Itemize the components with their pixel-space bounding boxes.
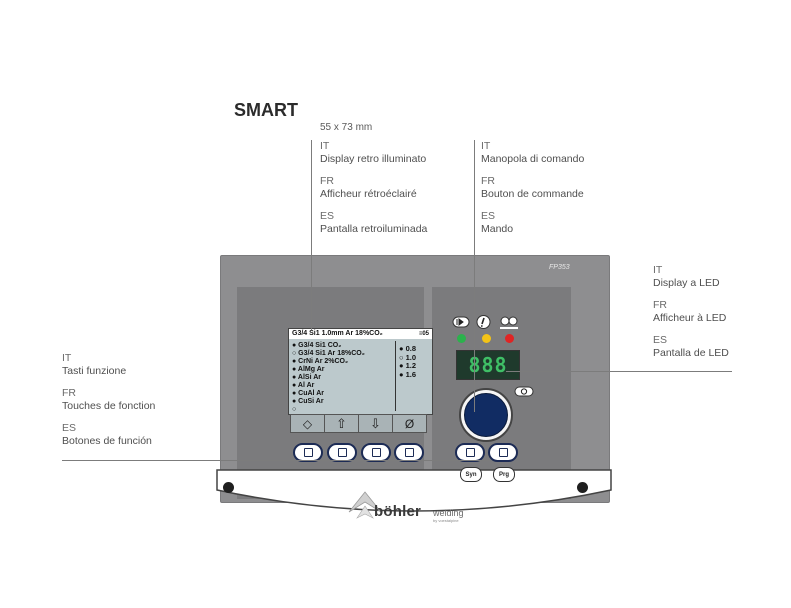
leader-line-led — [506, 371, 732, 372]
button-square-icon — [303, 448, 313, 457]
callout-knob-fr: Bouton de commande — [481, 188, 584, 200]
function-key-1[interactable] — [293, 443, 323, 462]
program-item: ○ — [292, 406, 297, 413]
callout-display: IT Display retro illuminato FR Afficheur… — [320, 140, 427, 236]
callout-knob: IT Manopola di comando FR Bouton de comm… — [481, 140, 584, 236]
program-item: ● AlSi Ar — [292, 374, 321, 381]
diameter-list: ● 0.8 ○ 1.0 ● 1.2 ● 1.6 — [399, 344, 417, 379]
screw-right-icon — [577, 482, 588, 493]
lcd-display: G3/4 Si1 1.0mm Ar 18%CO₂ ≡05 ● G3/4 Si1 … — [288, 328, 433, 415]
program-item: ● CuAl Ar — [292, 390, 324, 397]
button-square-icon — [337, 448, 347, 457]
callout-knob-fr-code: FR — [481, 175, 495, 187]
callout-display-it-code: IT — [320, 140, 330, 152]
lcd-header-text: G3/4 Si1 1.0mm Ar 18%CO₂ — [292, 330, 383, 337]
encoder-icon — [514, 386, 534, 397]
syn-button[interactable] — [455, 443, 485, 462]
callout-display-es-code: ES — [320, 210, 335, 222]
softkey-wire-icon: ◇ — [290, 414, 325, 433]
callout-keys-it-code: IT — [62, 352, 72, 364]
button-square-icon — [465, 448, 475, 457]
lcd-header: G3/4 Si1 1.0mm Ar 18%CO₂ ≡05 — [289, 329, 432, 339]
function-key-4[interactable] — [394, 443, 424, 462]
callout-led-it: Display a LED — [653, 277, 720, 289]
callout-function-keys: IT Tasti funzione FR Touches de fonction… — [62, 352, 155, 448]
callout-keys-es-code: ES — [62, 422, 77, 434]
callout-display-fr-code: FR — [320, 175, 334, 187]
callout-keys-es: Botones de función — [62, 435, 152, 447]
diameter-item: ● 1.2 — [399, 361, 417, 370]
control-knob-cap[interactable] — [464, 393, 508, 437]
softkey-wire-glyph: ◇ — [302, 416, 313, 431]
callout-keys-it: Tasti funzione — [62, 365, 127, 377]
callout-display-fr: Afficheur rétroéclairé — [320, 188, 417, 200]
status-led-red — [505, 334, 514, 343]
callout-led-fr: Afficheur à LED — [653, 312, 727, 324]
callout-keys-fr-code: FR — [62, 387, 76, 399]
brand-tagline: by voestalpine — [433, 518, 459, 523]
prg-label: Prg — [493, 467, 515, 482]
status-led-green — [457, 334, 466, 343]
callout-keys-fr: Touches de fonction — [62, 400, 156, 412]
callout-knob-it-code: IT — [481, 140, 491, 152]
button-square-icon — [498, 448, 508, 457]
model-label: FP353 — [549, 264, 570, 271]
callout-knob-es-code: ES — [481, 210, 496, 222]
screw-left-icon — [223, 482, 234, 493]
callout-led-it-code: IT — [653, 264, 663, 276]
function-key-3[interactable] — [361, 443, 391, 462]
softkey-down-icon: ⇩ — [358, 414, 393, 433]
leader-line-knob — [474, 140, 475, 412]
callout-knob-es: Mando — [481, 223, 514, 235]
callout-display-it: Display retro illuminato — [320, 153, 427, 165]
callout-knob-it: Manopola di comando — [481, 153, 585, 165]
syn-label: Syn — [460, 467, 482, 482]
program-list: ● G3/4 Si1 CO₂ ○ G3/4 Si1 Ar 18%CO₂ ● Cr… — [292, 342, 365, 414]
lcd-header-badge: ≡05 — [418, 331, 429, 337]
callout-led-es: Pantalla de LED — [653, 347, 729, 359]
diameter-item: ● 0.8 — [399, 344, 417, 353]
callout-display-es: Pantalla retroiluminada — [320, 223, 428, 235]
function-key-2[interactable] — [327, 443, 357, 462]
brand-name: böhler — [374, 503, 422, 520]
program-item: ○ G3/4 Si1 Ar 18%CO₂ — [292, 350, 365, 357]
wire-feed-icon — [452, 316, 470, 328]
softkey-down-glyph: ⇩ — [370, 415, 381, 431]
button-square-icon — [371, 448, 381, 457]
diameter-item: ● 1.6 — [399, 369, 417, 379]
leader-line-display — [311, 140, 312, 330]
brand-suffix: welding — [433, 508, 464, 518]
callout-led-fr-code: FR — [653, 299, 667, 311]
prg-button[interactable] — [488, 443, 518, 462]
program-item: ● AlMg Ar — [292, 366, 325, 373]
diameter-item: ○ 1.0 — [399, 352, 417, 362]
page-title: SMART — [234, 100, 298, 120]
callout-led: IT Display a LED FR Afficheur à LED ES P… — [653, 264, 729, 360]
led-display: 888 — [456, 350, 520, 380]
remote-control-icon — [500, 316, 518, 329]
program-item: ● CuSi Ar — [292, 398, 324, 405]
leader-line-function-keys — [62, 460, 490, 461]
softkey-up-icon: ⇧ — [324, 414, 359, 433]
softkey-diameter-glyph: Ø — [404, 416, 415, 431]
warning-icon — [476, 315, 491, 329]
boehler-logo-icon — [348, 491, 382, 519]
display-size-label: 55 x 73 mm — [320, 122, 373, 133]
program-item: ● CrNi Ar 2%CO₂ — [292, 358, 349, 365]
program-item: ● Al Ar — [292, 382, 315, 389]
lcd-divider — [395, 341, 396, 411]
softkey-diameter-icon: Ø — [392, 414, 427, 433]
softkey-up-glyph: ⇧ — [336, 415, 347, 431]
status-led-yellow — [482, 334, 491, 343]
program-item: ● G3/4 Si1 CO₂ — [292, 342, 342, 349]
button-square-icon — [404, 448, 414, 457]
callout-led-es-code: ES — [653, 334, 668, 346]
